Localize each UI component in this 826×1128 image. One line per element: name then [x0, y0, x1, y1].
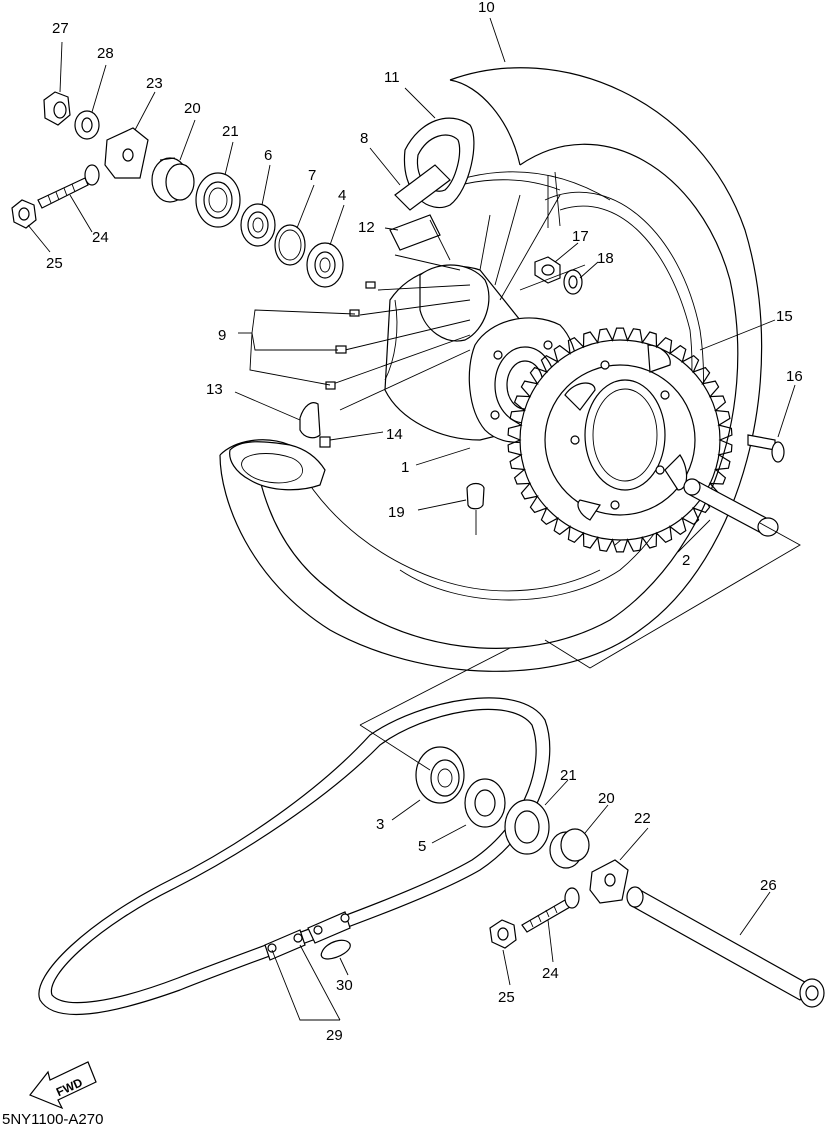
chain-puller-22 [589, 859, 629, 904]
callout-21a: 21 [222, 123, 239, 140]
callout-24a: 24 [92, 229, 109, 246]
sprocket-tooth-ring [507, 327, 733, 553]
callout-2: 2 [682, 552, 690, 569]
callout-11: 11 [384, 69, 400, 86]
callout-10: 10 [478, 0, 495, 16]
nut-25a [11, 199, 37, 229]
lock-washer [563, 269, 583, 295]
callout-1: 1 [401, 459, 409, 476]
oil-seal-5 [464, 778, 506, 828]
callout-30: 30 [336, 977, 353, 994]
axle-nut [43, 91, 71, 126]
spoke-nipples [325, 281, 376, 390]
collar-20a [151, 157, 195, 203]
spokes [329, 194, 561, 411]
callout-18: 18 [597, 250, 614, 267]
callout-3: 3 [376, 816, 384, 833]
leader-lines [27, 17, 796, 986]
bearing-4 [306, 242, 344, 288]
valve-stem [299, 402, 331, 448]
rim-band [394, 164, 451, 211]
rim-section-left [229, 441, 326, 491]
callout-12: 12 [358, 219, 375, 236]
callout-25b: 25 [498, 989, 515, 1006]
nut-25b [489, 919, 517, 949]
wheel-axle [626, 886, 825, 1008]
callout-22: 22 [634, 810, 651, 827]
sprocket-bolt [747, 434, 785, 463]
callout-9: 9 [218, 327, 226, 344]
assembly-outline [359, 264, 801, 771]
callout-20b: 20 [598, 790, 615, 807]
sprocket [519, 339, 721, 541]
callout-numbers: 10 11 8 12 27 28 23 20 21 6 7 4 24 25 9 … [46, 0, 803, 1044]
callout-29: 29 [326, 1027, 343, 1044]
callout-15: 15 [776, 308, 793, 325]
callout-5: 5 [418, 838, 426, 855]
callout-17: 17 [572, 228, 589, 245]
fwd-arrow: FWD [29, 1061, 97, 1110]
callout-25a: 25 [46, 255, 63, 272]
diagram-code: 5NY1100-A270 [2, 1111, 103, 1128]
callout-4: 4 [338, 187, 346, 204]
washer-28 [74, 110, 100, 140]
bearing-3 [415, 746, 465, 804]
callout-21b: 21 [560, 767, 577, 784]
adjuster-bolt-24a [37, 164, 100, 209]
callout-19: 19 [388, 504, 405, 521]
chain-puller-23 [104, 127, 149, 179]
callout-27: 27 [52, 20, 69, 37]
adjuster-bolt-24b [521, 887, 580, 933]
chain-clip [320, 939, 351, 960]
sprocket-teeth [507, 327, 733, 553]
bracket-29 [271, 944, 341, 1021]
bracket-9 [238, 309, 356, 386]
callout-24b: 24 [542, 965, 559, 982]
callout-23: 23 [146, 75, 163, 92]
callout-26: 26 [760, 877, 777, 894]
callout-7: 7 [308, 167, 316, 184]
oil-seal-21a [195, 172, 241, 228]
callout-14: 14 [386, 426, 403, 443]
callout-16: 16 [786, 368, 803, 385]
drive-chain [38, 697, 551, 1016]
oil-seal-21b [504, 799, 550, 855]
chain-joint [264, 911, 351, 961]
sprocket-nut [534, 256, 561, 284]
callout-13: 13 [206, 381, 223, 398]
callout-28: 28 [97, 45, 114, 62]
callout-6: 6 [264, 147, 272, 164]
collar [683, 478, 779, 537]
callout-8: 8 [360, 130, 368, 147]
callout-20a: 20 [184, 100, 201, 117]
circlip-7 [274, 224, 306, 266]
balance-weight [466, 482, 485, 535]
rim-lock [389, 214, 441, 251]
bearing-6 [240, 203, 276, 247]
collar-20b [549, 828, 590, 869]
